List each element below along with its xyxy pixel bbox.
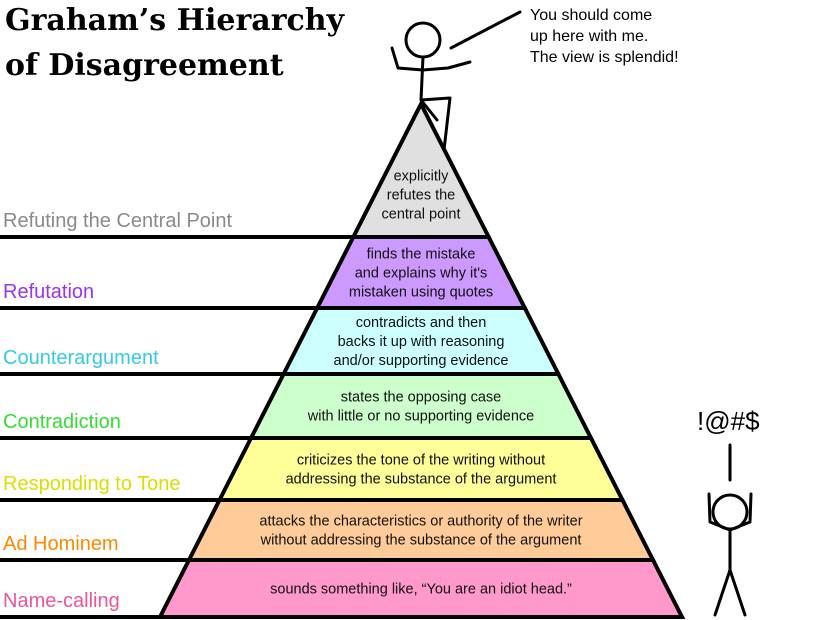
level-label-ad-hominem: Ad Hominem	[3, 533, 119, 555]
level-description-counterargument: contradicts and then	[356, 315, 487, 331]
level-description-counterargument: and/or supporting evidence	[334, 353, 509, 369]
pyramid-band-responding-to-tone	[216, 436, 626, 502]
level-description-ad-hominem: without addressing the substance of the …	[260, 533, 582, 549]
level-description-refutation: mistaken using quotes	[349, 285, 493, 301]
level-description-counterargument: backs it up with reasoning	[338, 334, 505, 350]
pyramid-band-contradiction	[247, 372, 595, 440]
level-label-name-calling: Name-calling	[3, 590, 120, 612]
level-description-ad-hominem: attacks the characteristics or authority…	[259, 514, 582, 530]
curse-text: !@#$	[697, 406, 760, 436]
level-description-refuting-central-point: explicitly	[394, 169, 450, 185]
level-label-responding-to-tone: Responding to Tone	[3, 473, 181, 495]
level-label-refutation: Refutation	[3, 281, 94, 303]
level-description-refutation: finds the mistake	[367, 247, 476, 263]
pyramid: Refuting the Central Point explicitly refu…	[0, 99, 686, 619]
top-stick-figure-icon	[390, 21, 472, 152]
pyramid-band-name-calling	[156, 558, 686, 619]
speech-pointer-line	[449, 10, 522, 50]
title-line-1: Graham’s Hierarchy	[5, 3, 346, 38]
level-description-refuting-central-point: central point	[382, 207, 461, 223]
level-description-contradiction: with little or no supporting evidence	[307, 409, 535, 425]
level-label-counterargument: Counterargument	[3, 347, 159, 369]
level-label-contradiction: Contradiction	[3, 411, 121, 433]
title-line-2: of Disagreement	[5, 48, 284, 83]
level-description-refuting-central-point: refutes the	[387, 188, 456, 204]
level-description-refutation: and explains why it's	[355, 266, 488, 282]
angry-stick-figure-icon	[707, 492, 753, 617]
level-description-responding-to-tone: addressing the substance of the argument	[286, 472, 557, 488]
speech-line-2: up here with me.	[530, 28, 648, 45]
level-label-refuting-central-point: Refuting the Central Point	[3, 210, 232, 232]
pyramid-band-ad-hominem	[185, 498, 657, 562]
level-description-contradiction: states the opposing case	[341, 390, 501, 406]
level-description-name-calling: sounds something like, “You are an idiot…	[270, 582, 572, 598]
speech-line-1: You should come	[530, 7, 652, 24]
level-description-responding-to-tone: criticizes the tone of the writing witho…	[297, 453, 545, 469]
speech-line-3: The view is splendid!	[530, 49, 679, 66]
